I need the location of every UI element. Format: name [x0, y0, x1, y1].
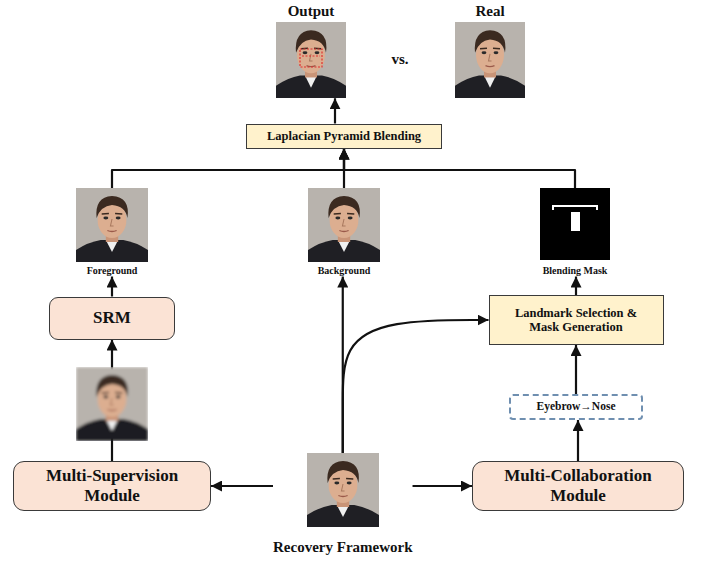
process-box: Laplacian Pyramid Blending	[246, 124, 442, 149]
image-slot	[455, 22, 525, 98]
box-label: Landmark Selection & Mask Generation	[504, 306, 649, 335]
image-caption: Blending Mask	[543, 265, 608, 277]
mask-eyebrow-region	[553, 206, 597, 210]
image-caption: Recovery Framework	[273, 539, 413, 556]
arrow-connector	[211, 485, 273, 487]
image-caption: Output	[288, 3, 335, 20]
module-box: Multi-Supervision Module	[13, 461, 211, 511]
highlight-box	[300, 49, 322, 67]
foreground-photo	[76, 188, 148, 262]
arrow-connector	[575, 345, 577, 394]
arrow-connector	[112, 149, 344, 189]
output-image: Output	[276, 3, 346, 98]
image-caption: Background	[318, 265, 371, 277]
image-caption: Foreground	[87, 265, 138, 277]
arrow-connector	[111, 277, 113, 297]
arrow-connector	[334, 98, 336, 123]
foreground-image: Foreground	[76, 188, 148, 277]
dashed-box: Eyebrow→Nose	[509, 394, 643, 420]
input-photo	[307, 453, 379, 527]
real-image: Real	[455, 3, 525, 98]
box-label: Eyebrow→Nose	[536, 400, 615, 413]
box-label: Multi-Collaboration Module	[483, 466, 673, 505]
arrow-connector	[575, 277, 577, 296]
box-label: Laplacian Pyramid Blending	[267, 129, 421, 143]
box-label: Multi-Supervision Module	[27, 466, 197, 505]
image-slot	[540, 188, 610, 260]
module-box: SRM	[49, 297, 175, 340]
mask-nose-region	[571, 212, 580, 231]
blurred-photo	[76, 367, 148, 441]
arrow-connector	[344, 149, 575, 189]
arrow-connector	[577, 420, 579, 461]
process-box: Landmark Selection & Mask Generation	[489, 295, 664, 345]
input-image: Recovery Framework	[273, 453, 413, 556]
background-photo	[308, 188, 380, 262]
image-slot	[307, 453, 379, 527]
module-box: Multi-Collaboration Module	[472, 461, 684, 511]
highlight-line	[302, 56, 320, 57]
output-photo	[276, 22, 346, 98]
arrow-connector	[413, 485, 472, 487]
arrow-connector	[343, 320, 489, 453]
box-label: SRM	[93, 308, 131, 328]
mask-image-frame: Blending Mask	[540, 188, 610, 277]
image-slot	[308, 188, 380, 262]
background-image: Background	[308, 188, 380, 277]
image-slot	[76, 188, 148, 262]
mask-image	[540, 188, 610, 260]
image-caption: Real	[475, 3, 504, 20]
image-slot	[276, 22, 346, 98]
real-photo	[455, 22, 525, 98]
comparison-label: vs.	[391, 51, 408, 68]
blurred-photo-group	[76, 367, 148, 441]
